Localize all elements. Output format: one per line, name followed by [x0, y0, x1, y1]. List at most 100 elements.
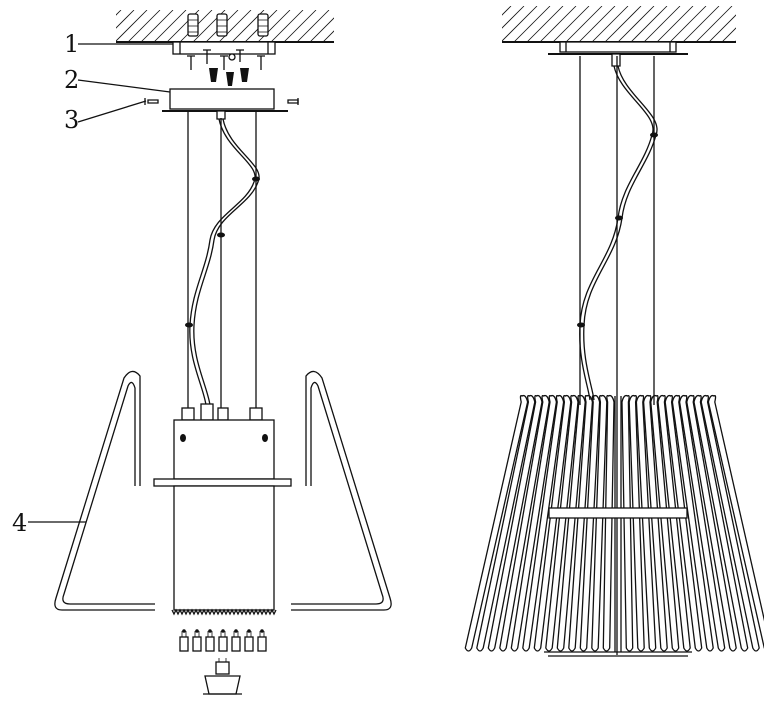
socket [218, 636, 228, 652]
callout-2-label: 2 [64, 66, 79, 94]
hatch-line [682, 6, 720, 42]
hatch-line [336, 10, 368, 42]
socket-pin [181, 631, 187, 637]
shade-rib [545, 394, 579, 652]
socket [244, 636, 254, 652]
socket-pin [246, 631, 252, 637]
shade-rib [657, 394, 691, 652]
hatch-line [462, 6, 498, 42]
shade-rib [664, 394, 703, 652]
hatch-line [116, 10, 148, 42]
bulb-sockets [179, 629, 267, 652]
hatch-line [669, 6, 707, 42]
socket [205, 636, 215, 652]
hatch-line [309, 17, 334, 42]
hatch-line [76, 10, 108, 42]
hatch-line [270, 10, 304, 42]
hatch-line [116, 10, 135, 29]
canopy-side-screws [144, 98, 299, 105]
hatch-line [257, 10, 291, 42]
assembled-view [462, 6, 764, 657]
shade-rib [579, 394, 601, 652]
shade-rib [499, 394, 550, 652]
shade-rib [700, 394, 760, 652]
shade-rib [522, 394, 565, 652]
socket-pin-head [221, 629, 225, 633]
hatch-line [734, 40, 736, 42]
socket [257, 636, 267, 652]
callout-4-label: 4 [12, 509, 27, 537]
shade-frame-left [54, 370, 155, 611]
shade-rib [487, 394, 543, 652]
shade-rib [693, 394, 749, 652]
exploded-view: 1 2 3 4 [12, 10, 392, 695]
hatch-line [116, 10, 122, 16]
shade-rib [650, 394, 680, 652]
shade-rib [510, 394, 558, 652]
wire-connectors [209, 68, 249, 86]
hatch-line [502, 6, 525, 29]
hatch-line [526, 6, 564, 42]
hatch-line [565, 6, 603, 42]
shade-rib [602, 394, 615, 652]
hatch-line [539, 6, 577, 42]
power-cord [185, 118, 260, 406]
socket-pin-head [182, 629, 186, 633]
hatch-line [140, 10, 174, 42]
hatch-line [127, 10, 161, 42]
callout-3-label: 3 [64, 106, 79, 134]
hatch-line [604, 6, 642, 42]
socket-pin-head [260, 629, 264, 633]
callout-4: 4 [12, 509, 86, 537]
hatch-line [591, 6, 629, 42]
callout-1: 1 [64, 30, 173, 58]
shade-rib [556, 394, 586, 652]
shade-rib [568, 394, 594, 652]
shade-frame-right [291, 370, 392, 611]
shade-rib [533, 394, 572, 652]
socket-pin [207, 631, 213, 637]
hatch-line [578, 6, 616, 42]
lamp-body [153, 403, 292, 616]
shade-rib [707, 394, 764, 649]
shade-rib [464, 394, 529, 652]
callout-1-label: 1 [64, 30, 79, 58]
hatch-line [552, 6, 590, 42]
mounting-bracket [172, 41, 276, 55]
shade-rib [678, 394, 726, 652]
hatch-line [502, 6, 512, 16]
shade-rib [686, 394, 737, 652]
assembled-shade [464, 394, 764, 657]
hatch-line [708, 14, 736, 42]
socket [231, 636, 241, 652]
hatch-line [643, 6, 681, 42]
socket [179, 636, 189, 652]
shade-rib [591, 394, 608, 652]
hatch-line [296, 10, 330, 42]
socket-pin [259, 631, 265, 637]
hatch-line [218, 10, 252, 42]
shade-rib [642, 394, 668, 652]
canopy [162, 88, 288, 120]
ceiling-right [462, 6, 736, 43]
shade-rib [671, 394, 714, 652]
shade-rib [635, 394, 657, 652]
wall-anchors [187, 13, 269, 37]
socket-pin [220, 631, 226, 637]
hatch-line [153, 10, 187, 42]
shade-rib [476, 394, 536, 652]
callout-3: 3 [64, 100, 147, 134]
socket-pin [194, 631, 200, 637]
suspension-cables [187, 118, 257, 410]
hatch-line [630, 6, 668, 42]
shade-rib-center [614, 396, 622, 652]
shade-rib [621, 394, 634, 652]
socket-pin-head [247, 629, 251, 633]
hatch-line [513, 6, 551, 42]
hatch-line [721, 27, 736, 42]
callout-2: 2 [64, 66, 171, 94]
screws [187, 49, 265, 70]
hatch-line [283, 10, 317, 42]
hatch-line [502, 6, 538, 42]
